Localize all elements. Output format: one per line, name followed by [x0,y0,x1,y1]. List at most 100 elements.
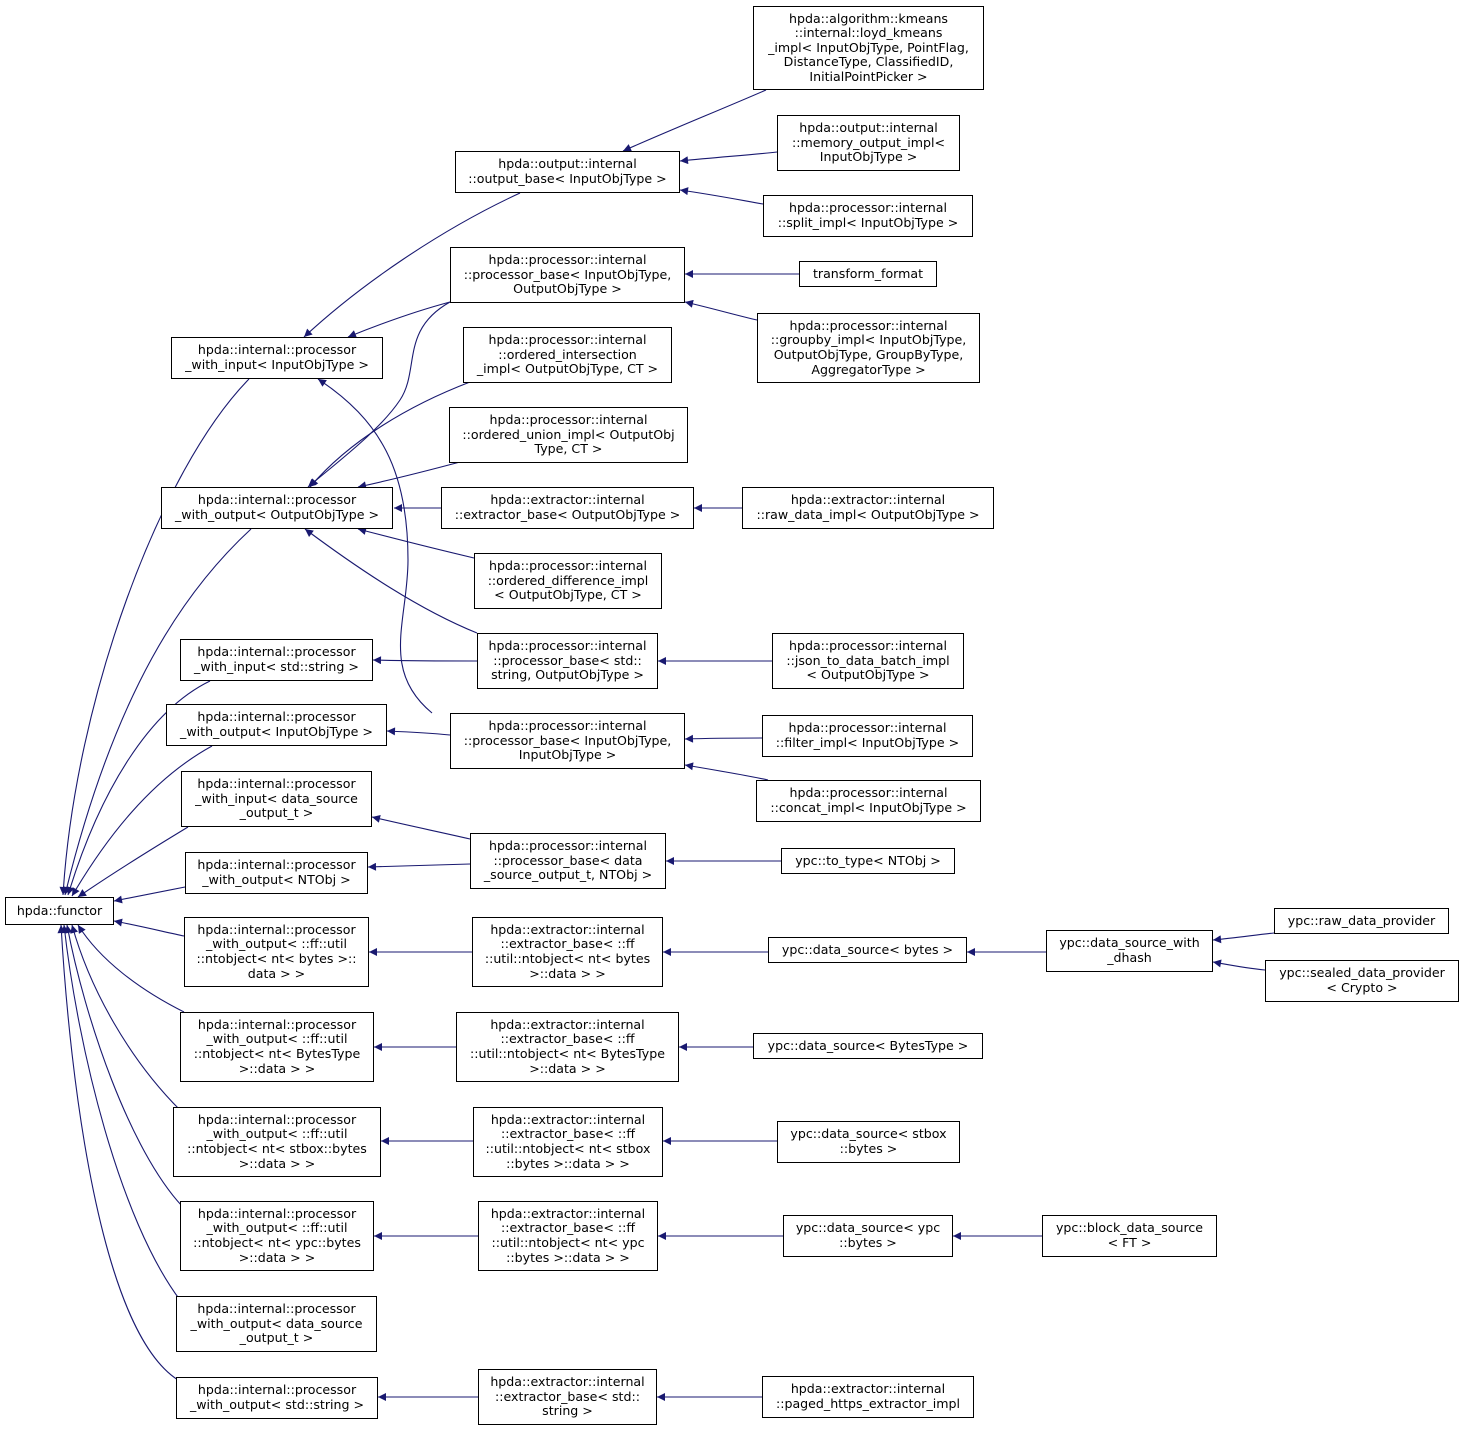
node-label-line: ypc::data_source< bytes > [781,941,954,957]
node-label-line: ::util::ntobject< nt< bytes [484,951,651,966]
node-ds-bytes[interactable]: ypc::data_source< bytes > [768,937,967,963]
node-pwo-bytes[interactable]: hpda::internal::processor_with_output< :… [184,917,369,987]
node-label-line: ::groupby_impl< InputObjType, [770,332,967,348]
node-pwo-ypcbytes[interactable]: hpda::internal::processor_with_output< :… [180,1201,374,1271]
node-label-line: hpda::processor::internal [488,332,647,348]
edge-ord-inter-to-pwo-out [309,381,471,488]
edge-raw-provider-to-ds-dhash [1212,932,1275,944]
node-label-line: ypc::raw_data_provider [1287,912,1436,928]
edge-output-base-to-pwi-in [303,192,521,338]
node-output-base[interactable]: hpda::output::internal::output_base< Inp… [455,151,680,193]
node-extr-base-stbox[interactable]: hpda::extractor::internal::extractor_bas… [473,1107,663,1177]
node-label-line: _output_t > [239,805,314,821]
node-memory-out[interactable]: hpda::output::internal::memory_output_im… [777,115,960,171]
node-kmeans[interactable]: hpda::algorithm::kmeans::internal::loyd_… [753,6,984,90]
edge-pwi-in-to-functor [59,378,250,896]
node-extr-base-str[interactable]: hpda::extractor::internal::extractor_bas… [478,1369,657,1425]
node-ds-bytestype[interactable]: ypc::data_source< BytesType > [753,1033,983,1059]
node-label-line: InputObjType > [518,747,617,763]
node-label-line: < OutputObjType, CT > [494,587,642,603]
node-label-line: ::processor_base< data [493,852,643,868]
node-proc-base-str[interactable]: hpda::processor::internal::processor_bas… [477,633,658,689]
node-label-line: Type, CT > [534,441,603,457]
node-label-line: hpda::processor::internal [488,838,648,854]
node-label-line: _output_t > [239,1330,314,1346]
node-pwo-str[interactable]: hpda::internal::processor_with_output< s… [176,1377,378,1419]
node-ord-inter[interactable]: hpda::processor::internal::ordered_inter… [463,327,672,383]
node-label-line: ::bytes > [839,1141,898,1156]
node-label-line: ::util::ntobject< nt< BytesType [470,1046,665,1061]
node-paged-https[interactable]: hpda::extractor::internal::paged_https_e… [762,1376,974,1418]
node-label-line: < OutputObjType > [806,667,930,683]
node-filter[interactable]: hpda::processor::internal::filter_impl< … [762,715,973,757]
node-label-line: ::bytes >::data > > [506,1249,630,1265]
node-json-batch[interactable]: hpda::processor::internal::json_to_data_… [772,633,964,689]
node-label-line: < Crypto > [1326,980,1398,995]
node-ds-dhash[interactable]: ypc::data_source_with_dhash [1046,930,1213,972]
node-label-line: InitialPointPicker > [809,68,928,84]
node-groupby[interactable]: hpda::processor::internal::groupby_impl<… [757,313,980,383]
node-pwo-stbox[interactable]: hpda::internal::processor_with_output< :… [173,1107,381,1177]
edge-proc-base-str-to-pwo-out [304,528,478,634]
node-label-line: ::extractor_base< ::ff [500,936,635,952]
edge-ord-union-to-pwo-out [357,461,461,490]
node-proc-base-dso[interactable]: hpda::processor::internal::processor_bas… [470,833,666,889]
node-label-line: hpda::extractor::internal [490,1205,646,1221]
edge-pwo-bytes-to-functor [113,918,185,937]
edge-proc-base-str-to-pwi-str [372,656,478,665]
node-label-line: ::split_impl< InputObjType > [777,215,959,230]
node-split[interactable]: hpda::processor::internal::split_impl< I… [763,195,973,237]
node-label-line: ypc::to_type< NTObj > [795,852,941,868]
node-pwo-dso[interactable]: hpda::internal::processor_with_output< d… [176,1296,377,1352]
node-concat[interactable]: hpda::processor::internal::concat_impl< … [756,780,981,822]
node-label-line: InputObjType > [819,149,918,165]
node-pwi-str[interactable]: hpda::internal::processor_with_input< st… [180,639,373,681]
node-sealed-provider[interactable]: ypc::sealed_data_provider< Crypto > [1265,960,1459,1002]
node-transform[interactable]: transform_format [799,261,937,287]
node-label-line: ::internal::loyd_kmeans [794,25,943,41]
node-extr-base-bytestype[interactable]: hpda::extractor::internal::extractor_bas… [456,1012,679,1082]
node-label-line: _with_output< ::ff::util [206,1126,348,1142]
node-extr-base-bytes[interactable]: hpda::extractor::internal::extractor_bas… [472,917,663,987]
edge-proc-base-ii-to-pwo-in [386,727,451,736]
node-label-line: ::util::ntobject< nt< ypc [491,1235,645,1250]
node-ord-union[interactable]: hpda::processor::internal::ordered_union… [449,407,688,463]
node-label-line: string > [542,1403,593,1419]
node-label-line: ypc::data_source< ypc [795,1220,941,1236]
node-pwo-bytestype[interactable]: hpda::internal::processor_with_output< :… [180,1012,374,1082]
node-label-line: hpda::internal::processor [197,1111,357,1127]
node-to-type[interactable]: ypc::to_type< NTObj > [781,848,955,874]
node-pwo-in[interactable]: hpda::internal::processor_with_output< I… [166,704,387,746]
node-ds-ypc[interactable]: ypc::data_source< ypc::bytes > [783,1215,953,1257]
node-label-line: ::ntobject< nt< ypc::bytes [193,1235,361,1250]
node-proc-base-ii[interactable]: hpda::processor::internal::processor_bas… [450,713,685,769]
node-ord-diff[interactable]: hpda::processor::internal::ordered_diffe… [474,553,662,609]
node-functor[interactable]: hpda::functor [5,897,114,925]
node-label-line: ::ordered_union_impl< OutputObj [462,426,675,442]
node-raw-provider[interactable]: ypc::raw_data_provider [1274,908,1449,934]
node-pwi-dso[interactable]: hpda::internal::processor_with_input< da… [181,771,372,827]
node-label-line: hpda::extractor::internal [490,1374,645,1390]
node-label-line: hpda::internal::processor [197,1205,357,1221]
node-label-line: _impl< OutputObjType, CT > [476,361,659,377]
node-extr-base-ypc[interactable]: hpda::extractor::internal::extractor_bas… [478,1201,658,1271]
node-proc-base-io[interactable]: hpda::processor::internal::processor_bas… [450,247,685,303]
node-label-line: ::ordered_intersection [498,346,637,362]
node-label-line: hpda::internal::processor [197,776,356,792]
node-pwo-out[interactable]: hpda::internal::processor_with_output< O… [161,487,393,529]
node-pwo-ntobj[interactable]: hpda::internal::processor_with_output< N… [185,852,368,894]
node-label-line: hpda::processor::internal [488,558,648,574]
node-label-line: _with_output< ::ff::util [206,1031,348,1047]
node-label-line: ::concat_impl< InputObjType > [770,800,967,815]
node-label-line: hpda::internal::processor [197,342,357,358]
node-ds-stbox[interactable]: ypc::data_source< stbox::bytes > [777,1121,960,1163]
node-block-ds[interactable]: ypc::block_data_source< FT > [1042,1215,1217,1257]
edge-pwo-ypcbytes-to-functor [64,924,183,1207]
node-pwi-in[interactable]: hpda::internal::processor_with_input< In… [171,337,383,379]
node-label-line: _with_input< InputObjType > [185,357,369,372]
node-label-line: AggregatorType > [811,361,926,377]
node-label-line: OutputObjType, GroupByType, [773,347,964,362]
node-extr-base-out[interactable]: hpda::extractor::internal::extractor_bas… [441,487,694,529]
node-raw-data[interactable]: hpda::extractor::internal::raw_data_impl… [742,487,994,529]
